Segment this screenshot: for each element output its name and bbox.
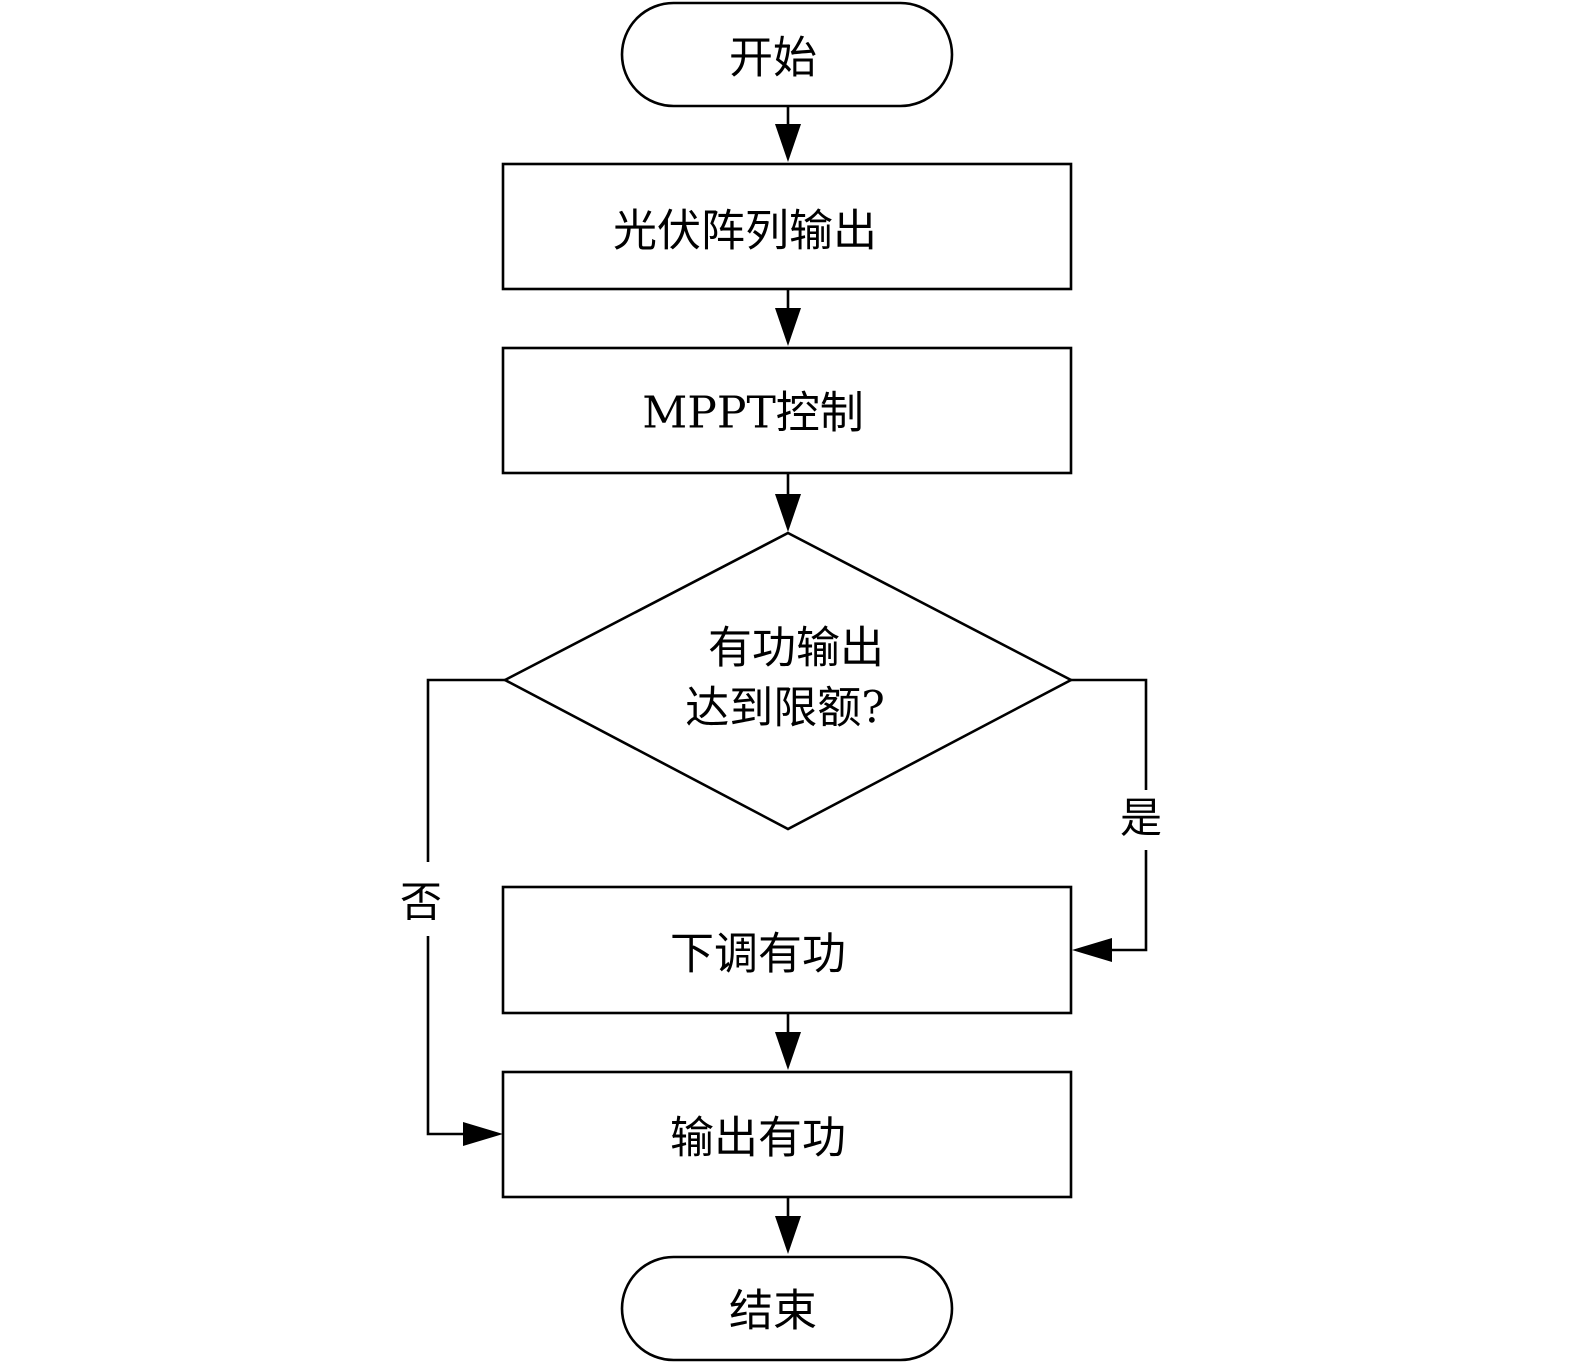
arrow-output-to-end bbox=[775, 1197, 801, 1254]
output-active-label: 输出有功 bbox=[670, 1113, 846, 1164]
decision-node: 有功输出 达到限额? bbox=[502, 531, 1074, 831]
arrow-pv-to-mppt bbox=[775, 289, 801, 346]
output-active-node: 输出有功 bbox=[501, 1070, 1073, 1199]
yes-label-bg bbox=[1112, 790, 1172, 850]
yes-branch-label: 是 bbox=[1120, 794, 1162, 843]
start-label: 开始 bbox=[729, 33, 817, 84]
no-label-bg bbox=[396, 862, 456, 936]
pv-output-label: 光伏阵列输出 bbox=[613, 206, 877, 257]
reduce-active-node: 下调有功 bbox=[501, 885, 1073, 1015]
pv-output-node: 光伏阵列输出 bbox=[501, 162, 1073, 291]
output-active-box bbox=[501, 1070, 1073, 1199]
decision-diamond bbox=[502, 531, 1074, 831]
mppt-node: MPPT控制 bbox=[501, 346, 1073, 475]
end-node: 结束 bbox=[620, 1255, 954, 1362]
reduce-active-label: 下调有功 bbox=[670, 929, 846, 980]
start-node: 开始 bbox=[620, 1, 954, 108]
arrow-mppt-to-decision bbox=[775, 473, 801, 532]
end-terminator-shape bbox=[620, 1255, 954, 1362]
arrow-reduce-to-output bbox=[775, 1013, 801, 1070]
no-branch-label: 否 bbox=[400, 878, 442, 927]
end-label: 结束 bbox=[729, 1286, 817, 1337]
arrow-start-to-pv bbox=[775, 106, 801, 162]
mppt-label: MPPT控制 bbox=[642, 388, 864, 439]
decision-label-line1: 有功输出 bbox=[708, 623, 884, 674]
pv-output-box bbox=[501, 162, 1073, 291]
decision-label-line2: 达到限额? bbox=[685, 683, 885, 734]
